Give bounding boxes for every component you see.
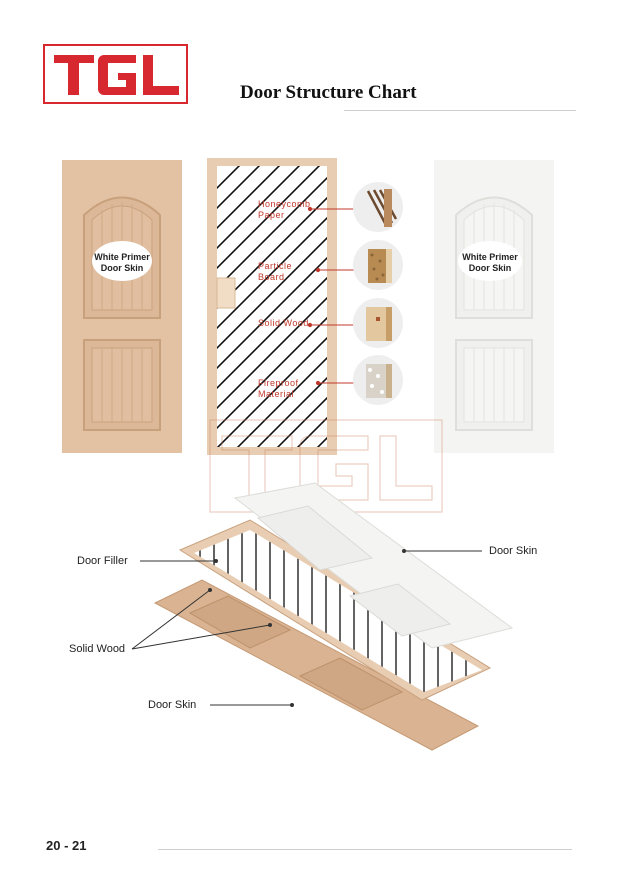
right-door-tag: White Primer Door Skin bbox=[460, 252, 520, 274]
right-door-tag-line1: White Primer bbox=[462, 252, 518, 262]
label-door-skin-top: Door Skin bbox=[489, 545, 538, 557]
door-core-cutaway bbox=[207, 158, 337, 455]
sample-particle-board bbox=[353, 240, 403, 290]
layer-label-particle-board: Particle Board bbox=[258, 261, 293, 282]
footer-rule bbox=[158, 849, 572, 850]
sample-fireproof-material bbox=[353, 355, 403, 405]
page-numbers: 20 - 21 bbox=[46, 838, 87, 853]
tgl-logo bbox=[54, 55, 179, 95]
layer-label-solid-wood: Solid Wood bbox=[258, 318, 309, 328]
label-door-filler: Door Filler bbox=[77, 555, 128, 567]
exploded-leader-lines bbox=[131, 549, 482, 707]
right-door-tag-line2: Door Skin bbox=[468, 263, 512, 273]
white-door-right bbox=[434, 160, 554, 453]
label-solid-wood: Solid Wood bbox=[69, 643, 126, 655]
title-underline bbox=[344, 110, 576, 111]
sample-honeycomb-paper bbox=[353, 182, 403, 232]
sample-solid-wood bbox=[353, 298, 403, 348]
label-door-skin-bottom: Door Skin bbox=[148, 699, 197, 711]
layer-label-fireproof: Fireproof Material bbox=[258, 378, 299, 399]
primer-door-left bbox=[62, 160, 182, 453]
left-door-tag-line2: Door Skin bbox=[100, 263, 144, 273]
layer-label-honeycomb: Honeycomb Paper bbox=[258, 199, 311, 220]
logo-frame bbox=[43, 44, 188, 104]
left-door-tag-line1: White Primer bbox=[94, 252, 150, 262]
left-door-tag: White Primer Door Skin bbox=[92, 252, 152, 274]
page-title: Door Structure Chart bbox=[240, 82, 417, 103]
